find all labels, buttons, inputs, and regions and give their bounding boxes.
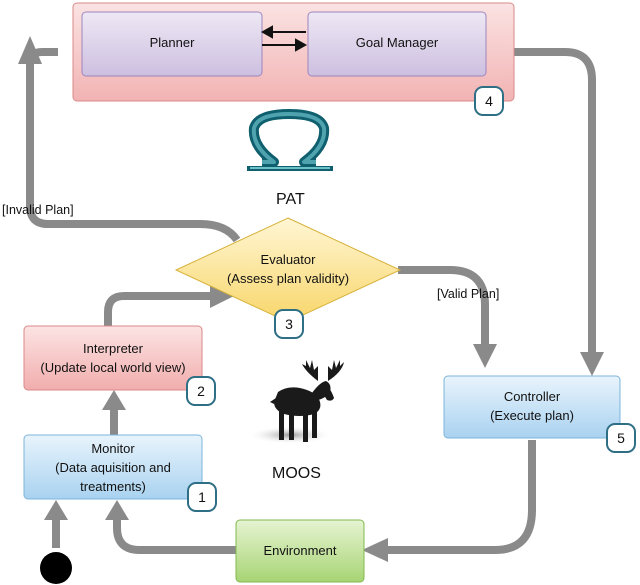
start-node <box>40 552 72 584</box>
edge-controller-to-environment <box>385 440 536 554</box>
pat-label: PAT <box>276 191 305 208</box>
controller-badge: 5 <box>606 423 636 453</box>
arrowhead-monitor-right <box>105 500 129 520</box>
edge-environment-to-monitor <box>113 514 236 554</box>
invalid-plan-label: [Invalid Plan] <box>2 203 74 217</box>
edge-valid-plan <box>398 266 489 350</box>
edge-interpreter-to-evaluator <box>104 292 212 326</box>
interpreter-box <box>23 325 203 391</box>
interpreter-badge: 2 <box>186 376 216 406</box>
arrowhead-monitor-left <box>44 500 68 520</box>
evaluator-badge: 3 <box>274 309 304 339</box>
pat-logo <box>247 109 333 171</box>
controller-box <box>443 375 621 439</box>
monitor-badge: 1 <box>187 482 217 512</box>
monitor-box <box>23 434 203 500</box>
controller-label: Controller (Execute plan) <box>490 389 574 423</box>
interpreter-label: Interpreter (Update local world view) <box>40 341 186 375</box>
valid-plan-label: [Valid Plan] <box>437 287 500 301</box>
monitor-label: Monitor (Data aquisition and treatments) <box>55 441 171 494</box>
arrowhead-planner <box>18 36 42 64</box>
pat-badge: 4 <box>474 86 504 116</box>
environment-label: Environment <box>263 543 337 558</box>
arrowhead-interpreter <box>102 390 126 410</box>
environment-box <box>235 519 365 583</box>
evaluator-label: Evaluator (Assess plan validity) <box>226 252 350 286</box>
arrowhead-controller-valid <box>473 344 497 368</box>
edge-goal-to-controller <box>500 48 596 356</box>
arrowhead-controller-right <box>580 352 604 376</box>
goal-manager-label: Goal Manager <box>355 35 439 50</box>
arrowhead-environment <box>362 538 388 562</box>
goal-manager-box <box>307 11 487 77</box>
planner-label: Planner <box>149 35 195 50</box>
moos-logo <box>248 360 344 444</box>
moos-label: MOOS <box>272 465 321 482</box>
arrowhead-evaluator <box>210 284 234 308</box>
